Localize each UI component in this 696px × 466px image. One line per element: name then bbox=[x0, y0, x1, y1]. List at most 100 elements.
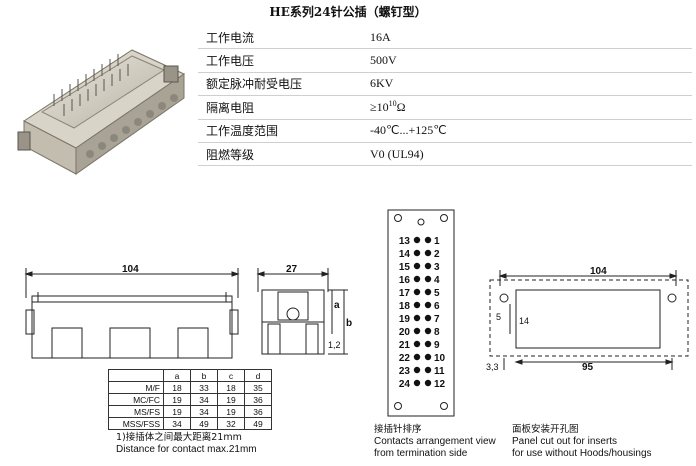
side-width-label: 27 bbox=[286, 264, 298, 275]
table-cell: 49 bbox=[244, 417, 272, 430]
table-cell: 34 bbox=[190, 405, 218, 418]
spec-value: ≥1010Ω bbox=[370, 99, 406, 115]
pin-dot-left bbox=[413, 340, 421, 348]
table-header-cell: c bbox=[217, 369, 245, 382]
table-cell: 34 bbox=[190, 393, 218, 406]
page-title: HE系列24针公插（螺钉型） bbox=[269, 5, 427, 19]
pin-dot-left bbox=[413, 236, 421, 244]
pin-label-left: 21 bbox=[399, 340, 411, 351]
spec-value-exponent: 10 bbox=[388, 99, 397, 109]
table-cell: 19 bbox=[163, 405, 191, 418]
pin-label-right: 5 bbox=[434, 288, 440, 299]
pin-label-right: 8 bbox=[434, 327, 440, 338]
pin-dot-right bbox=[424, 301, 432, 309]
spec-value: 500V bbox=[370, 53, 397, 68]
pin-label-right: 10 bbox=[434, 353, 446, 364]
spec-label: 工作温度范围 bbox=[206, 124, 279, 139]
note-en: Contacts arrangement view bbox=[374, 436, 496, 447]
pin-dot-right bbox=[424, 366, 432, 374]
table-header-cell: a bbox=[163, 369, 191, 382]
table-cell: 34 bbox=[163, 417, 191, 430]
pin-label-right: 7 bbox=[434, 314, 440, 325]
pin-dot-right bbox=[424, 327, 432, 335]
side-c-label: 1,2 bbox=[328, 340, 341, 350]
table-header-cell bbox=[108, 369, 164, 382]
table-header-cell: d bbox=[244, 369, 272, 382]
side-b-label: b bbox=[346, 318, 352, 329]
pin-dot-right bbox=[424, 379, 432, 387]
spec-value-suffix: Ω bbox=[396, 100, 406, 115]
pin-label-right: 12 bbox=[434, 379, 446, 390]
pin-label-left: 16 bbox=[399, 275, 411, 286]
pin-label-right: 1 bbox=[434, 236, 440, 247]
spec-table: 工作电流 16A 工作电压 500V 额定脉冲耐受电压 6KV 隔离电阻 ≥10… bbox=[198, 26, 692, 167]
table-cell: MC/FC bbox=[108, 393, 164, 406]
front-width-label: 104 bbox=[122, 264, 139, 275]
pin-dot-left bbox=[413, 353, 421, 361]
table-cell: MS/FS bbox=[108, 405, 164, 418]
table-row: M/F 18 33 18 35 bbox=[108, 381, 272, 394]
pin-label-left: 19 bbox=[399, 314, 411, 325]
pin-dot-right bbox=[424, 353, 432, 361]
pin-dot-left bbox=[413, 327, 421, 335]
spec-value: -40℃...+125℃ bbox=[370, 123, 447, 138]
table-cell: 32 bbox=[217, 417, 245, 430]
note-en: Distance for contact max.21mm bbox=[116, 444, 257, 455]
pin-label-left: 14 bbox=[399, 249, 411, 260]
pin-label-left: 23 bbox=[399, 366, 411, 377]
table-cell: 33 bbox=[190, 381, 218, 394]
pin-dot-right bbox=[424, 314, 432, 322]
pin-dot-left bbox=[413, 301, 421, 309]
table-cell: 19 bbox=[163, 393, 191, 406]
table-row: MSS/FSS 34 49 32 49 bbox=[108, 417, 272, 430]
spec-value: 16A bbox=[370, 29, 391, 44]
note-en: from termination side bbox=[374, 448, 468, 459]
pin-dot-right bbox=[424, 262, 432, 270]
spec-row: 工作温度范围 -40℃...+125℃ bbox=[198, 120, 692, 143]
pin-label-right: 9 bbox=[434, 340, 440, 351]
panel-note: 面板安装开孔图 Panel cut out for inserts for us… bbox=[512, 424, 652, 460]
pin-dot-right bbox=[424, 249, 432, 257]
table-header-cell: b bbox=[190, 369, 218, 382]
note-cn: 1)接插体之间最大距离21mm bbox=[116, 432, 242, 443]
spec-value-prefix: ≥10 bbox=[370, 100, 389, 115]
spec-row: 阻燃等级 V0 (UL94) bbox=[198, 143, 692, 167]
side-a-label: a bbox=[334, 300, 340, 311]
pin-label-right: 11 bbox=[434, 366, 445, 377]
table-cell: 49 bbox=[190, 417, 218, 430]
note-en: for use without Hoods/housings bbox=[512, 448, 652, 459]
pin-dot-right bbox=[424, 340, 432, 348]
table-cell: M/F bbox=[108, 381, 164, 394]
pin-dot-left bbox=[413, 249, 421, 257]
spec-value: 6KV bbox=[370, 76, 394, 91]
pin-label-left: 20 bbox=[399, 327, 411, 338]
table-cell: 18 bbox=[163, 381, 191, 394]
panel-h1-label: 5 bbox=[496, 312, 501, 322]
pin-label-left: 24 bbox=[399, 379, 411, 390]
panel-inner-label: 95 bbox=[582, 362, 594, 373]
dimension-table: a b c d M/F 18 33 18 35 MC/FC 19 34 19 3… bbox=[108, 369, 272, 430]
front-view-drawing: 104 bbox=[24, 264, 240, 359]
table-cell: 36 bbox=[244, 393, 272, 406]
table-cell: 18 bbox=[217, 381, 245, 394]
pin-label-right: 2 bbox=[434, 249, 440, 260]
note-en: Panel cut out for inserts bbox=[512, 436, 618, 447]
spec-row: 隔离电阻 ≥1010Ω bbox=[198, 96, 692, 120]
distance-note: 1)接插体之间最大距离21mm Distance for contact max… bbox=[116, 432, 257, 456]
pin-dot-left bbox=[413, 275, 421, 283]
table-cell: 36 bbox=[244, 405, 272, 418]
pin-dot-right bbox=[424, 275, 432, 283]
spec-row: 工作电压 500V bbox=[198, 49, 692, 73]
pin-label-right: 3 bbox=[434, 262, 440, 273]
pin-label-right: 4 bbox=[434, 275, 440, 286]
pin-dot-left bbox=[413, 314, 421, 322]
pin-label-left: 18 bbox=[399, 301, 411, 312]
spec-value: V0 (UL94) bbox=[370, 146, 424, 161]
pin-dot-right bbox=[424, 288, 432, 296]
side-view-drawing: 27 a b 1,2 bbox=[256, 264, 352, 355]
pins-note: 接插针排序 Contacts arrangement view from ter… bbox=[374, 424, 496, 460]
pin-label-left: 17 bbox=[399, 288, 411, 299]
table-row: a b c d bbox=[108, 369, 272, 382]
pin-label-left: 22 bbox=[399, 353, 411, 364]
